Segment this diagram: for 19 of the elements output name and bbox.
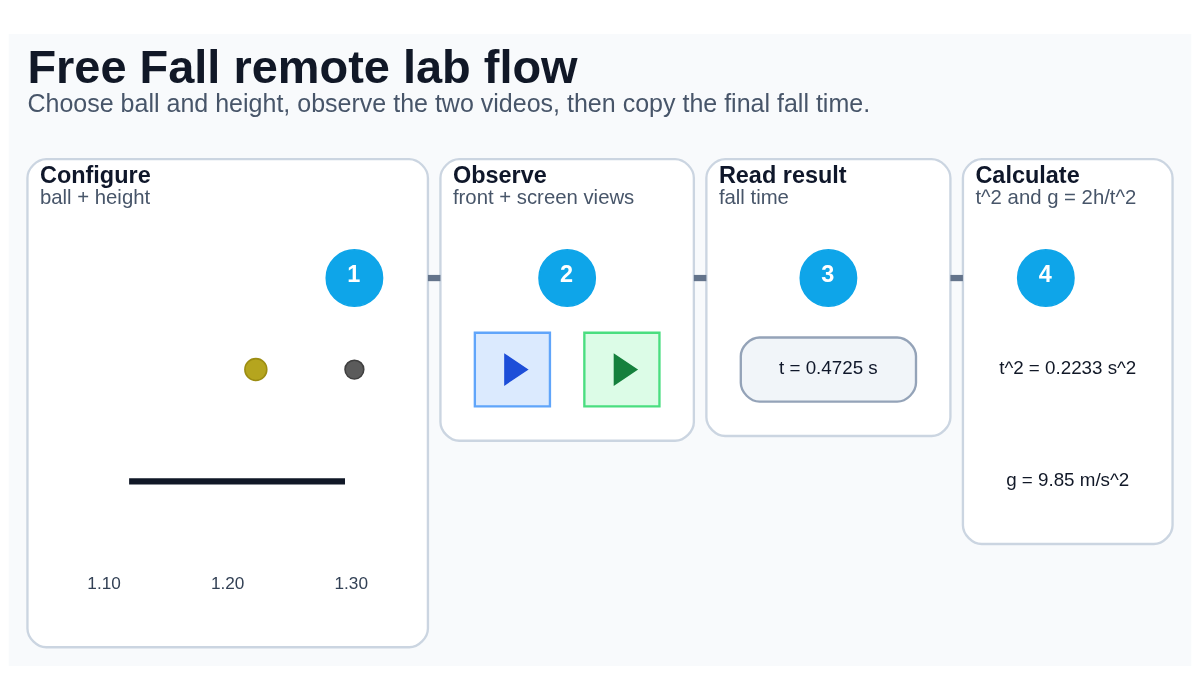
label: 1.10 (87, 573, 121, 594)
node-triangle (613, 353, 639, 386)
node-triangle (504, 353, 529, 386)
label: 1.30 (334, 573, 368, 594)
node-box: t = 0.4725 s (739, 336, 918, 403)
cluster (583, 331, 661, 408)
label: t^2 = 0.2233 s^2 (999, 357, 1137, 379)
cluster (473, 331, 552, 408)
label: g = 9.85 m/s^2 (1006, 469, 1130, 491)
node-circle: 4 (1016, 249, 1075, 307)
connector (427, 274, 441, 282)
connector (950, 274, 963, 282)
node-circle: 1 (325, 249, 384, 307)
connector (693, 274, 707, 282)
node-circle: 3 (799, 249, 858, 307)
label: 1.20 (210, 573, 245, 594)
node-circle (244, 357, 268, 382)
node-circle (344, 359, 365, 380)
node-circle: 2 (538, 249, 597, 307)
